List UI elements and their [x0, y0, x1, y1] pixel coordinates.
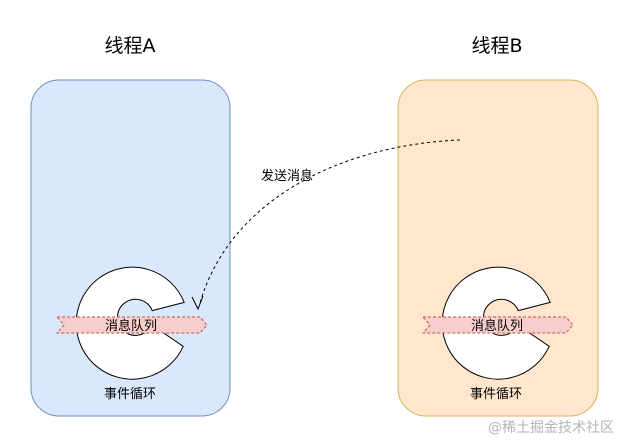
thread-b-group: 线程B 消息队列 事件循环: [397, 35, 599, 417]
message-queue-label: 消息队列: [471, 318, 523, 334]
send-message-connector: 发送消息: [191, 139, 461, 311]
event-loop-label: 事件循环: [470, 387, 522, 402]
thread-a-title: 线程A: [105, 35, 156, 57]
message-queue-label: 消息队列: [105, 318, 157, 334]
thread-a-group: 线程A 消息队列 事件循环: [30, 35, 231, 417]
message-queue-ribbon-icon: [421, 316, 574, 334]
watermark-text: @稀土掘金技术社区: [488, 420, 614, 436]
message-queue-ribbon-icon: [55, 316, 208, 334]
send-message-label: 发送消息: [261, 168, 313, 184]
arrowhead-icon: [191, 295, 204, 311]
thread-b-title: 线程B: [471, 35, 522, 57]
event-loop-icon: [441, 266, 551, 380]
event-loop-label: 事件循环: [104, 387, 156, 402]
event-loop-icon: [75, 266, 185, 380]
